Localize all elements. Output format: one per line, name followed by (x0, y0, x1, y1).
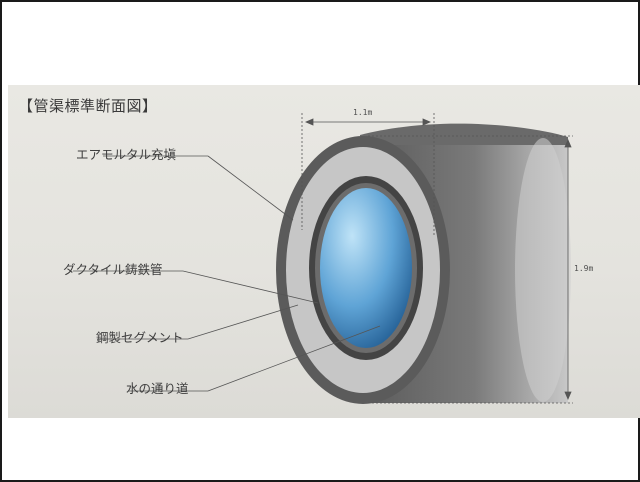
waterway-fill (320, 188, 412, 348)
pipe-body-top (360, 123, 568, 145)
waterway-label: 水の通り道 (126, 381, 189, 396)
pipe-cross-section-diagram (73, 113, 573, 404)
diagram-title: 【管渠標準断面図】 (18, 97, 158, 115)
pipe-far-end (515, 138, 571, 402)
mortar-fill-label: エアモルタル充塡 (76, 147, 177, 162)
ductile-pipe-label: ダクタイル鋳鉄管 (63, 262, 163, 277)
width-dimension-label: 1.1m (353, 108, 373, 117)
cross-section-photo: 【管渠標準断面図】 エアモルタル充塡 ダクタイル鋳鉄管 鋼製セグメント 水の通り… (8, 85, 640, 418)
steel-segment-label: 鋼製セグメント (96, 330, 184, 345)
height-dimension (368, 135, 573, 404)
width-dimension (301, 113, 435, 235)
height-dimension-label: 1.9m (574, 264, 594, 273)
leader-lines (73, 155, 381, 392)
